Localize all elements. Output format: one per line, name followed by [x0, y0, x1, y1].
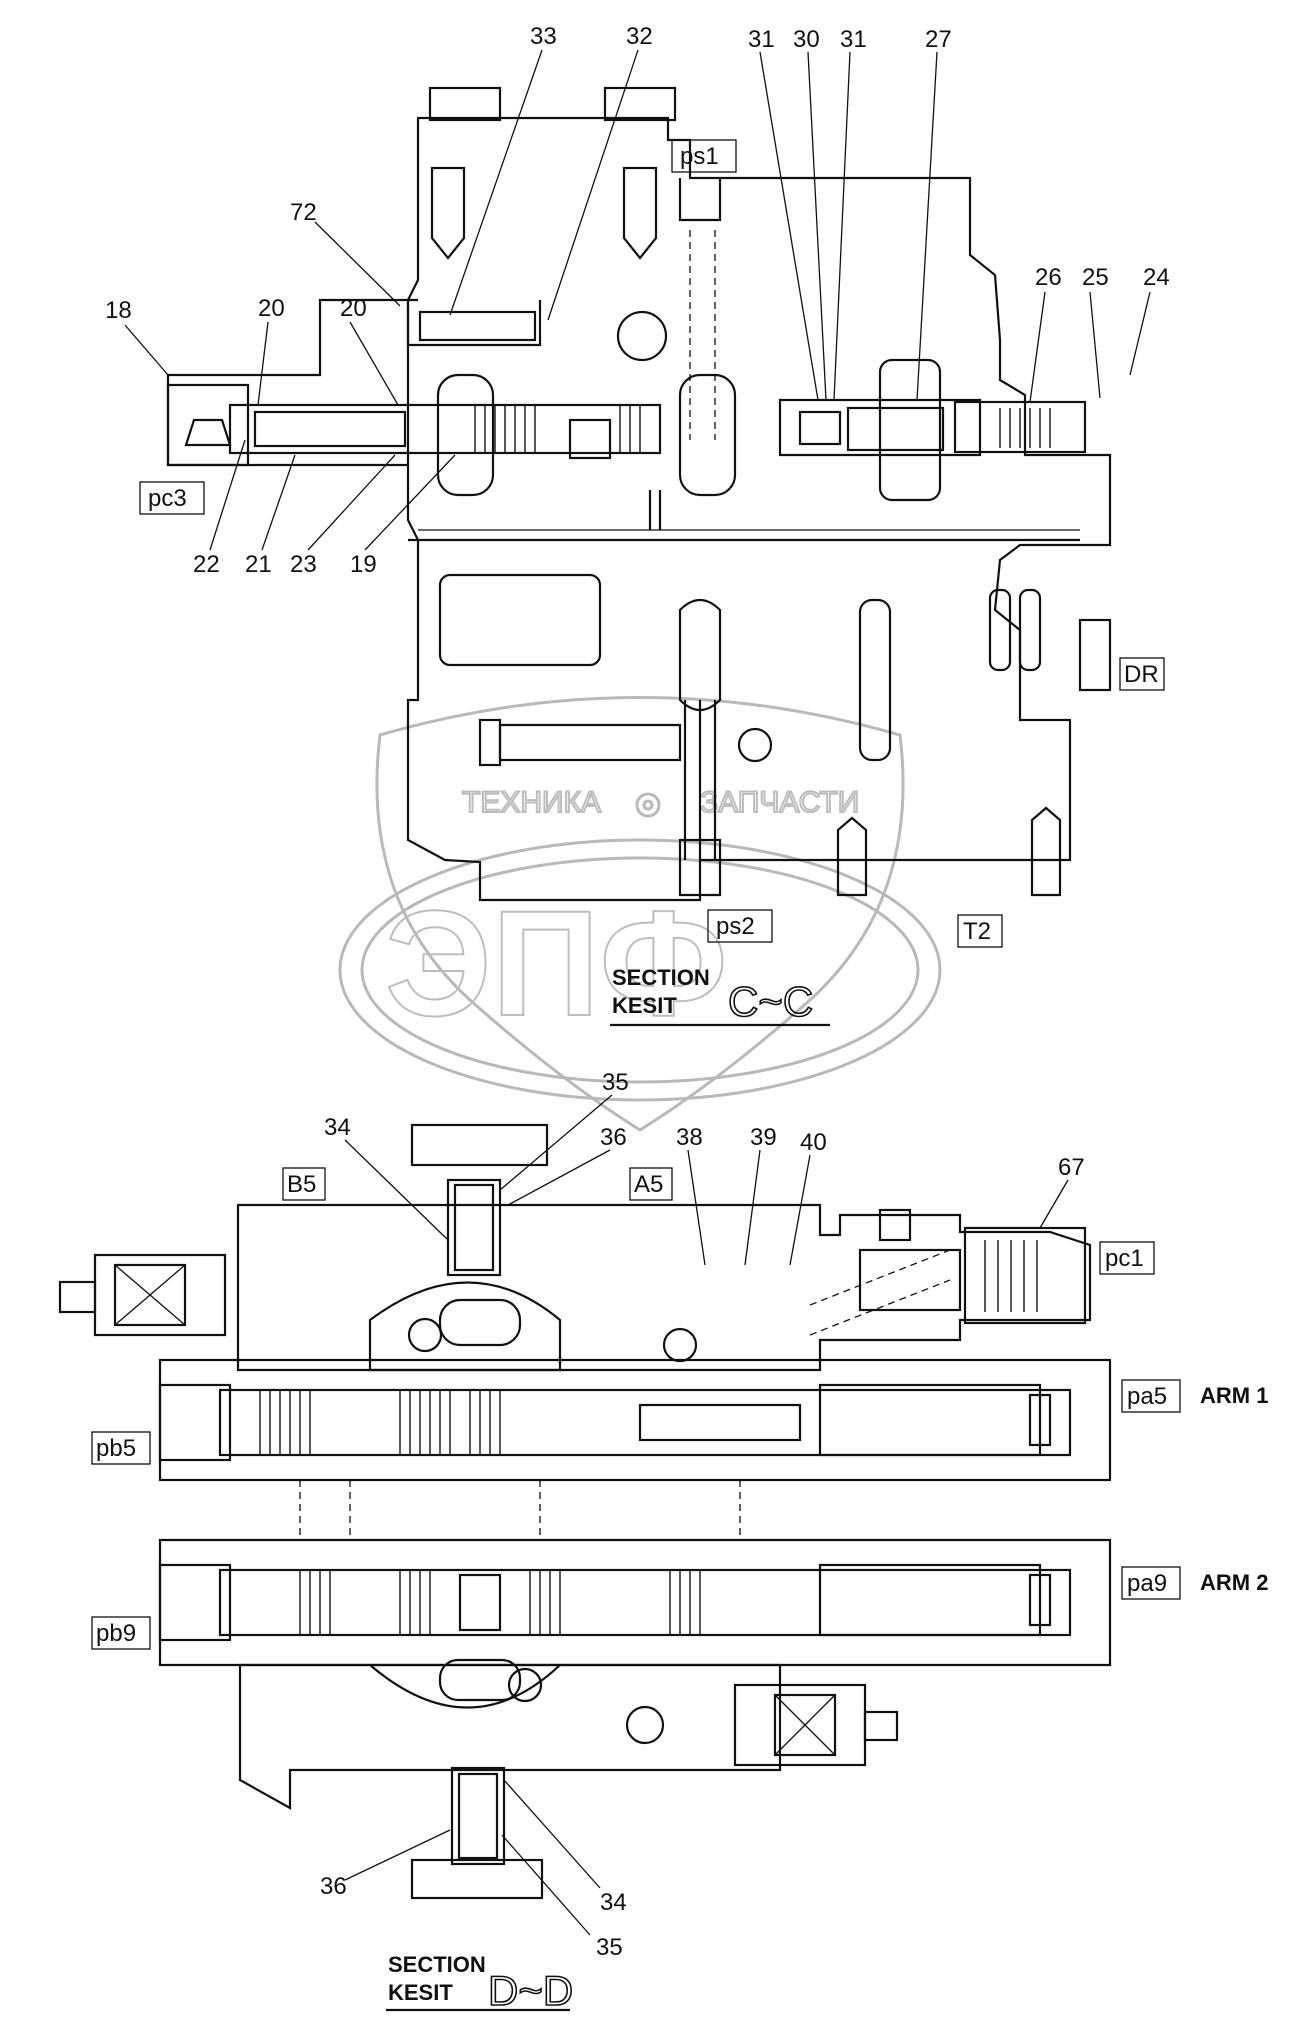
section-d-ports: B5 A5 pc1 pa5 ARM 1 pb5 pa9 ARM 2 pb9 [91, 1167, 1268, 1650]
callout-25: 25 [1082, 264, 1109, 291]
callout-30: 30 [793, 26, 820, 53]
port-ps2: ps2 [716, 913, 755, 940]
port-pa9: pa9 [1127, 1570, 1167, 1597]
caption-c-line1: SECTION [612, 965, 710, 990]
callout-34-b: 34 [600, 1889, 627, 1916]
callout-26: 26 [1035, 264, 1062, 291]
port-pc1-box [1099, 1241, 1155, 1275]
caption-d-line2: KESIT [388, 1980, 453, 2005]
callout-31-b: 31 [840, 26, 867, 53]
port-ps1-box [671, 139, 737, 173]
port-pb9-box [91, 1616, 151, 1650]
callout-40: 40 [800, 1129, 827, 1156]
port-pb9: pb9 [96, 1620, 136, 1647]
callout-72: 72 [290, 199, 317, 226]
port-pb5: pb5 [96, 1435, 136, 1462]
callout-20-a: 20 [258, 295, 285, 322]
caption-d-id: D~D [488, 1967, 573, 2014]
port-b5: B5 [287, 1171, 316, 1198]
callout-34-a: 34 [324, 1114, 351, 1141]
callout-33: 33 [530, 23, 557, 50]
caption-c-id: C~C [728, 978, 813, 1025]
section-c-caption: SECTION KESIT C~C [610, 965, 830, 1027]
label-arm-1: ARM 1 [1200, 1383, 1268, 1408]
port-pc3-box [139, 481, 205, 515]
callout-19: 19 [350, 551, 377, 578]
spool-arm1-grooves [259, 1390, 501, 1455]
callout-20-b: 20 [340, 295, 367, 322]
spring-c [999, 408, 1051, 448]
callout-38: 38 [676, 1124, 703, 1151]
port-pa9-box [1121, 1566, 1181, 1600]
port-pa5-box [1121, 1379, 1181, 1413]
spring-d-top [984, 1240, 1038, 1312]
section-d-body [58, 1123, 1112, 1900]
section-d-callouts: 35 34 36 38 39 40 67 36 34 35 [320, 1069, 1085, 1961]
watermark-logo: ЭПФ [385, 879, 728, 1047]
callout-21: 21 [245, 551, 272, 578]
callout-22: 22 [193, 551, 220, 578]
section-c-body [166, 86, 1112, 902]
callout-35-b: 35 [596, 1934, 623, 1961]
callout-23: 23 [290, 551, 317, 578]
callout-35-a: 35 [602, 1069, 629, 1096]
section-d-caption: SECTION KESIT D~D [386, 1952, 574, 2015]
gear-icon [635, 792, 661, 818]
port-t2-box [957, 914, 1003, 948]
callout-36-b: 36 [320, 1873, 347, 1900]
port-b5-box [282, 1167, 326, 1201]
port-dr-box [1119, 657, 1165, 691]
watermark-word-left: ТЕХНИКА [462, 786, 601, 819]
port-ps2-box [707, 909, 773, 943]
label-arm-2: ARM 2 [1200, 1570, 1268, 1595]
caption-d-line1: SECTION [388, 1952, 486, 1977]
port-pc1: pc1 [1105, 1245, 1144, 1272]
callout-39: 39 [750, 1124, 777, 1151]
caption-c-line2: KESIT [612, 993, 677, 1018]
port-ps1: ps1 [680, 143, 719, 170]
callout-32: 32 [626, 23, 653, 50]
section-c-callouts: 33 32 31 30 31 27 72 18 20 20 26 25 24 2… [105, 23, 1170, 578]
port-t2: T2 [963, 918, 991, 945]
callout-31-a: 31 [748, 26, 775, 53]
callout-36-a: 36 [600, 1124, 627, 1151]
section-c-ports: ps1 pc3 DR ps2 T2 [139, 139, 1165, 948]
port-a5: A5 [634, 1171, 663, 1198]
watermark-word-right: ЗАПЧАСТИ [700, 786, 859, 819]
callout-27: 27 [925, 26, 952, 53]
port-pa5: pa5 [1127, 1383, 1167, 1410]
port-pb5-box [91, 1431, 151, 1465]
port-pc3: pc3 [148, 485, 187, 512]
spool-arm2-grooves [299, 1570, 701, 1635]
callout-24: 24 [1143, 264, 1170, 291]
watermark: ТЕХНИКА ЗАПЧАСТИ ЭПФ [338, 696, 942, 1132]
port-dr: DR [1124, 661, 1159, 688]
spool-grooves-c [474, 405, 641, 453]
callout-67: 67 [1058, 1154, 1085, 1181]
port-a5-box [629, 1167, 673, 1201]
callout-18: 18 [105, 297, 132, 324]
